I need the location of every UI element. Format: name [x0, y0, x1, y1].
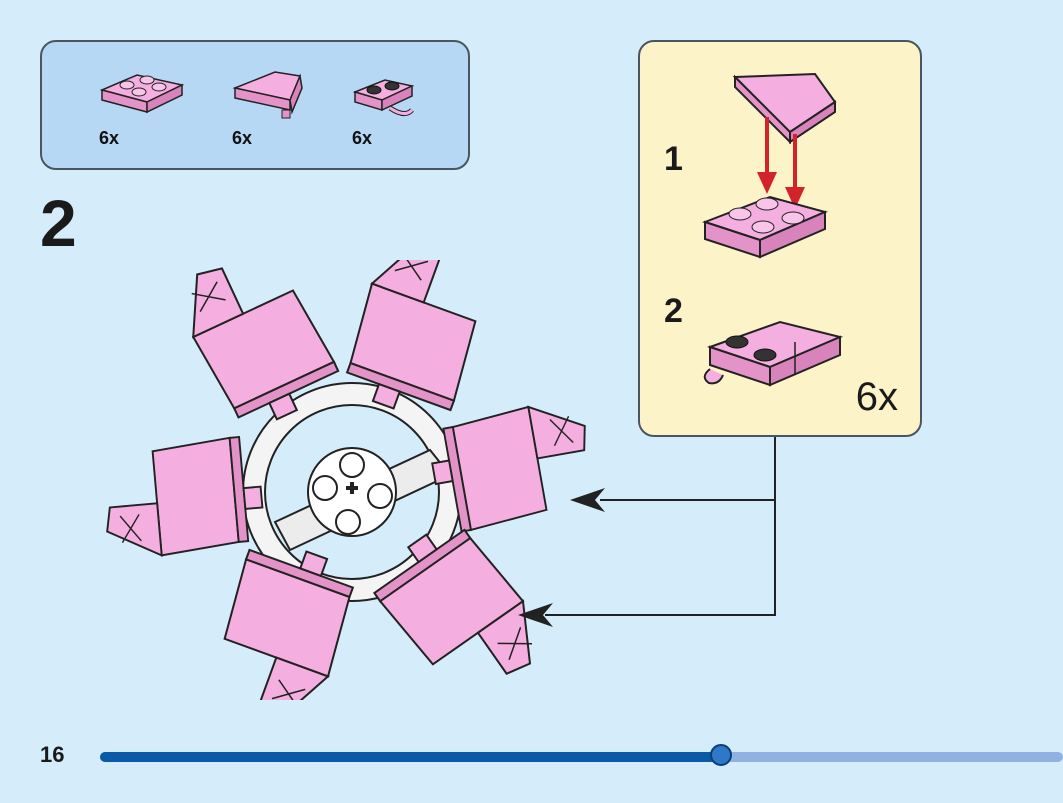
plate-2x2-icon: [99, 74, 185, 114]
sub-assembly-panel: 1 2 6x: [638, 40, 922, 437]
sub-step-1-illustration: [702, 72, 837, 259]
part-quantity: 6x: [232, 128, 253, 148]
progress-bar: [100, 744, 1063, 766]
progress-bar-fill: [100, 752, 721, 762]
parts-list-panel: 6x 6x 6x: [40, 40, 470, 170]
parts-list-item: 6x: [97, 60, 197, 160]
sub-assembly-multiplier: 6x: [855, 375, 898, 419]
sub-step-2-illustration: [703, 320, 844, 387]
parts-list-item: 6x: [350, 60, 450, 160]
step-number: 2: [40, 186, 77, 260]
callout-arrows: [518, 435, 776, 627]
progress-indicator[interactable]: [710, 744, 732, 766]
sub-step-number: 1: [664, 140, 683, 178]
blade: [100, 434, 267, 561]
part-quantity: 6x: [99, 128, 120, 148]
parts-list-item: 6x: [230, 60, 330, 160]
wedge-slope-icon: [232, 71, 303, 119]
spinner-assembly-illustration: [100, 260, 601, 700]
sub-step-number: 2: [664, 292, 683, 330]
plate-clip-icon: [352, 79, 415, 116]
part-quantity: 6x: [352, 128, 373, 148]
page-number: 16: [40, 742, 65, 767]
